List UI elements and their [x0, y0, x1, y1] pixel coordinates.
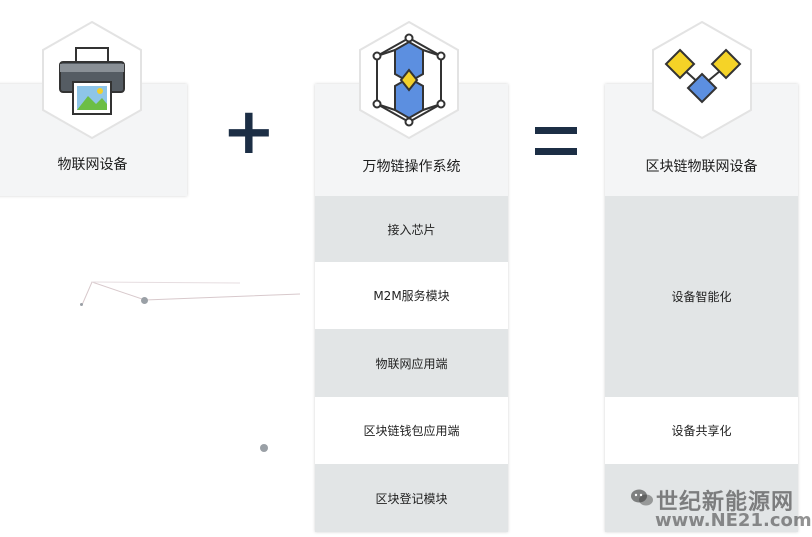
os-row-access-chip: 接入芯片	[315, 196, 508, 262]
equals-sign: =	[535, 127, 577, 157]
os-row-registration: 区块登记模块	[315, 464, 508, 532]
os-row-iot-app: 物联网应用端	[315, 329, 508, 397]
blockchain-iot-card: 区块链物联网设备 设备智能化 设备共享化	[605, 84, 798, 532]
watermark-url: www.NE21.com	[655, 510, 812, 531]
decorative-dot	[80, 303, 83, 306]
os-row-m2m: M2M服务模块	[315, 262, 508, 329]
printer-icon	[42, 20, 142, 140]
hexagon-network-icon	[359, 20, 459, 140]
right-row-smart: 设备智能化	[605, 196, 798, 397]
os-title: 万物链操作系统	[362, 159, 461, 175]
diamond-blocks-icon	[652, 20, 752, 140]
plus-sign: +	[222, 95, 276, 169]
wechat-icon	[631, 489, 653, 506]
decorative-dot	[260, 444, 268, 452]
watermark-site-name: 世纪新能源网	[656, 490, 795, 515]
decorative-dot	[141, 297, 148, 304]
os-card: 万物链操作系统 接入芯片 M2M服务模块 物联网应用端 区块链钱包应用端 区块登…	[315, 84, 508, 532]
iot-device-title: 物联网设备	[57, 157, 128, 173]
os-row-wallet: 区块链钱包应用端	[315, 397, 508, 464]
blockchain-iot-title: 区块链物联网设备	[645, 159, 758, 175]
right-row-shared: 设备共享化	[605, 397, 798, 464]
